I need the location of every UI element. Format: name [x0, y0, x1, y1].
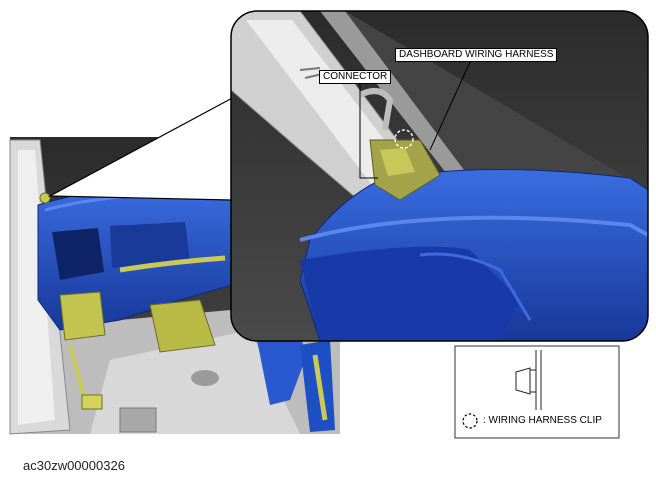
- wiring-harness-clip-marker: [394, 129, 414, 149]
- figure-code: ac30zw00000326: [23, 458, 125, 473]
- label-dashboard-wiring-harness: DASHBOARD WIRING HARNESS: [395, 48, 558, 62]
- label-connector: CONNECTOR: [319, 70, 392, 84]
- legend-drawing: [454, 345, 620, 439]
- legend-clip-icon: [462, 413, 478, 429]
- legend-label: : WIRING HARNESS CLIP: [483, 415, 602, 426]
